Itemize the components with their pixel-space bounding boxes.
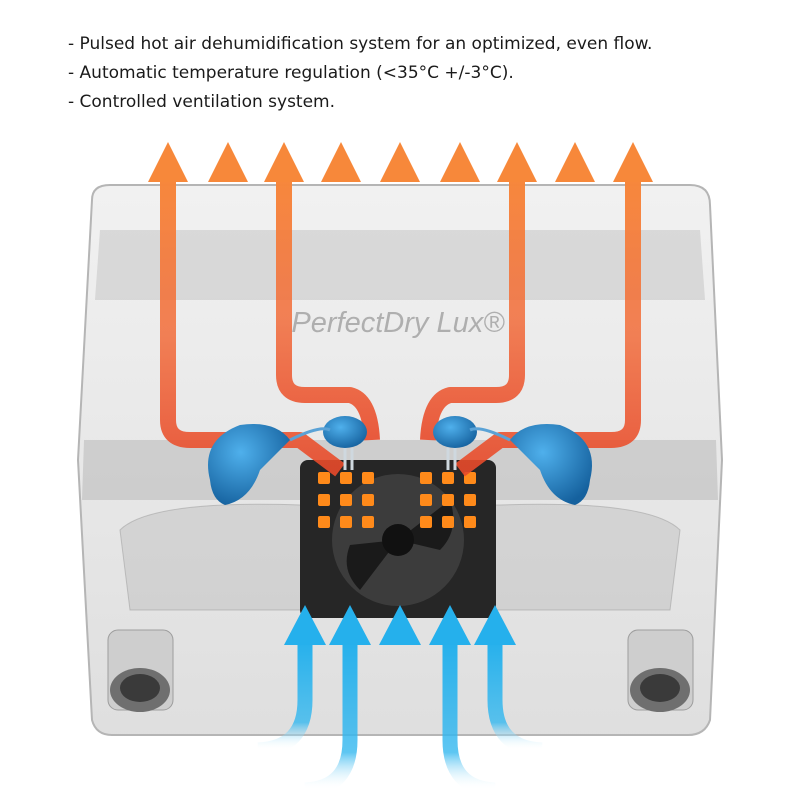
hot-air-line-7 [420,170,525,441]
hot-air-line-3 [276,170,380,441]
heater-cell [442,516,454,528]
heater-cell [340,472,352,484]
heater-cell [318,516,330,528]
cool-air-line-4 [442,640,496,798]
cool-air-line-1 [257,640,313,758]
hot-air-flow [160,170,641,480]
device-foot-left [107,629,174,712]
feature-list: - Pulsed hot air dehumidification system… [68,30,652,117]
hot-air-line-1 [160,170,345,477]
heater-cell [362,494,374,506]
heater-cell [362,516,374,528]
arrow-up-icon [264,142,304,182]
arrow-up-icon [148,142,188,182]
heater-cell [442,472,454,484]
heater-cell [464,516,476,528]
cool-air-line-5 [487,640,543,758]
heater-cell [318,472,330,484]
arrow-up-icon [379,605,421,645]
heater-cell [420,516,432,528]
arrow-up-icon [284,605,326,645]
arrow-up-icon [321,142,361,182]
heater-grid [318,472,476,528]
heater-cell [362,472,374,484]
heater-cell [420,472,432,484]
heater-cell [442,494,454,506]
heater-cell [340,516,352,528]
heater-cell [420,494,432,506]
arrow-up-icon [474,605,516,645]
feature-item-ventilation: - Controlled ventilation system. [68,92,336,112]
arrow-up-icon [380,142,420,182]
arrow-up-icon [329,605,371,645]
arrow-up-icon [429,605,471,645]
hot-air-line-9 [455,170,641,477]
heater-cell [340,494,352,506]
hot-air-arrowheads [148,142,653,182]
heater-cell [464,472,476,484]
feature-item-temperature: - Automatic temperature regulation (<35°… [68,63,514,83]
arrow-up-icon [208,142,248,182]
arrow-up-icon [555,142,595,182]
arrow-up-icon [613,142,653,182]
cool-air-line-2 [304,640,358,798]
arrow-up-icon [440,142,480,182]
cool-air-arrowheads [284,605,516,645]
feature-item-airflow: - Pulsed hot air dehumidification system… [68,34,653,54]
cool-air-flow [257,640,543,800]
device-foot-right [627,629,694,712]
heater-cell [464,494,476,506]
arrow-up-icon [497,142,537,182]
hearing-aid-left [208,416,367,505]
heater-cell [318,494,330,506]
hearing-aid-right [433,416,592,505]
